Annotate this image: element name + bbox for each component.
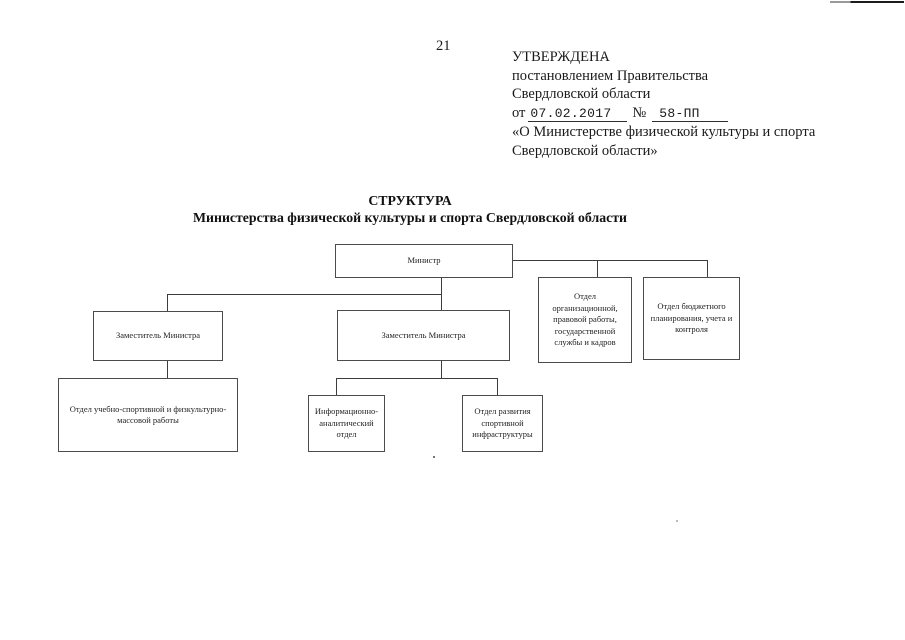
- org-box-dept-info-analytics-label: Информационно- аналитический отдел: [314, 406, 379, 440]
- org-box-minister-label: Министр: [407, 255, 441, 266]
- title-line-1: СТРУКТУРА: [368, 193, 452, 208]
- page-number: 21: [436, 38, 451, 54]
- connector-deputies-branch: [167, 294, 442, 295]
- scan-speck: [602, 57, 604, 59]
- org-box-dept-infrastructure-label: Отдел развития спортивной инфраструктуры: [472, 406, 533, 440]
- connector-lower-branch: [336, 378, 498, 379]
- scan-speck: [676, 520, 678, 522]
- connector-minister-to-depts: [513, 260, 708, 261]
- org-box-dept-organizational-label: Отдел организационной, правовой работы, …: [552, 291, 618, 348]
- document-title: СТРУКТУРА Министерства физической культу…: [0, 192, 820, 226]
- approval-number-sign: №: [632, 105, 647, 122]
- connector-deputy-center-down: [441, 361, 442, 378]
- org-box-deputy-center: Заместитель Министра: [337, 310, 510, 361]
- org-box-dept-sport-training-label: Отдел учебно-спортивной и физкультурно- …: [69, 403, 227, 426]
- org-box-minister: Министр: [335, 244, 513, 278]
- approval-line-5: «О Министерстве физической культуры и сп…: [512, 123, 816, 140]
- connector-drop-deputy-left: [167, 294, 168, 311]
- connector-drop-dept-info: [336, 378, 337, 395]
- title-line-2: Министерства физической культуры и спорт…: [193, 210, 627, 225]
- org-box-dept-info-analytics: Информационно- аналитический отдел: [308, 395, 385, 452]
- connector-drop-dept-budget: [707, 260, 708, 277]
- scan-artifact-line: [830, 1, 904, 3]
- approval-line-3: Свердловской области: [512, 86, 651, 103]
- approval-number: 58-ПП: [652, 106, 728, 123]
- approval-block: УТВЕРЖДЕНА постановлением Правительства …: [512, 48, 842, 160]
- org-box-dept-budget: Отдел бюджетного планирования, учета и к…: [643, 277, 740, 360]
- scan-speck: [433, 456, 435, 458]
- org-box-deputy-left: Заместитель Министра: [93, 311, 223, 361]
- approval-line-1: УТВЕРЖДЕНА: [512, 49, 610, 65]
- org-box-dept-sport-training: Отдел учебно-спортивной и физкультурно- …: [58, 378, 238, 452]
- connector-drop-dept-infra: [497, 378, 498, 395]
- approval-date: 07.02.2017: [528, 106, 628, 123]
- connector-drop-dept-org: [597, 260, 598, 277]
- connector-deputy-left-down: [167, 361, 168, 378]
- approval-date-prefix: от: [512, 105, 526, 122]
- org-box-dept-infrastructure: Отдел развития спортивной инфраструктуры: [462, 395, 543, 452]
- org-box-deputy-left-label: Заместитель Министра: [116, 330, 200, 341]
- org-box-dept-budget-label: Отдел бюджетного планирования, учета и к…: [650, 301, 733, 335]
- org-box-dept-organizational: Отдел организационной, правовой работы, …: [538, 277, 632, 363]
- org-box-deputy-center-label: Заместитель Министра: [381, 329, 466, 340]
- approval-line-6: Свердловской области»: [512, 142, 658, 159]
- approval-line-2: постановлением Правительства: [512, 67, 709, 84]
